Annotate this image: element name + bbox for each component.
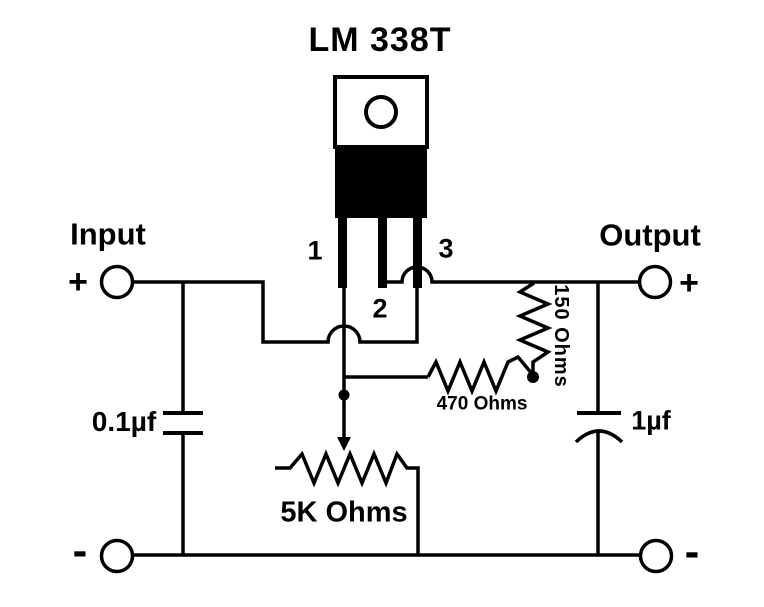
potentiometer-zigzag <box>275 449 420 555</box>
input-plus-terminal <box>99 264 135 300</box>
junction-dot-adjust <box>338 389 350 401</box>
resistor-470 <box>344 354 535 396</box>
output-label: Output <box>599 217 701 253</box>
output-minus-terminal <box>638 538 674 574</box>
wiper-arrow <box>337 389 351 451</box>
output-wire <box>383 265 640 284</box>
lm338t-package <box>333 75 429 288</box>
output-plus-sign: + <box>679 264 699 302</box>
wiper-arrowhead <box>337 437 351 451</box>
resistor-150 <box>515 281 553 383</box>
output-minus-sign: - <box>684 527 700 576</box>
output-plus-terminal <box>637 264 673 300</box>
pin1-leg <box>338 217 347 288</box>
pin1-label: 1 <box>307 235 323 266</box>
input-capacitor-plates <box>163 411 203 435</box>
resistor-470-zigzag <box>426 354 535 396</box>
package-body <box>335 147 427 218</box>
pin2-label: 2 <box>372 293 388 324</box>
output-capacitor <box>574 282 624 555</box>
schematic-title: LM 338T <box>308 21 452 59</box>
output-capacitor-label: 1µf <box>631 405 671 436</box>
potentiometer-5k-label: 5K Ohms <box>280 496 408 529</box>
input-plus-sign: + <box>68 263 88 301</box>
mounting-hole <box>364 95 398 129</box>
potentiometer-5k <box>275 449 420 555</box>
input-minus-terminal <box>99 538 135 574</box>
output-capacitor-plate-curved <box>574 429 624 444</box>
resistor-470-label: 470 Ohms <box>436 393 528 415</box>
resistor-150-zigzag <box>515 281 553 372</box>
pin3-leg <box>413 217 422 288</box>
pin2-leg <box>378 217 387 288</box>
input-label: Input <box>70 216 146 252</box>
resistor-150-label: 150 Ohms <box>550 284 572 388</box>
input-capacitor-label: 0.1µf <box>91 406 157 437</box>
pin3-label: 3 <box>438 233 454 264</box>
input-capacitor <box>163 282 203 555</box>
input-minus-sign: - <box>72 526 88 575</box>
